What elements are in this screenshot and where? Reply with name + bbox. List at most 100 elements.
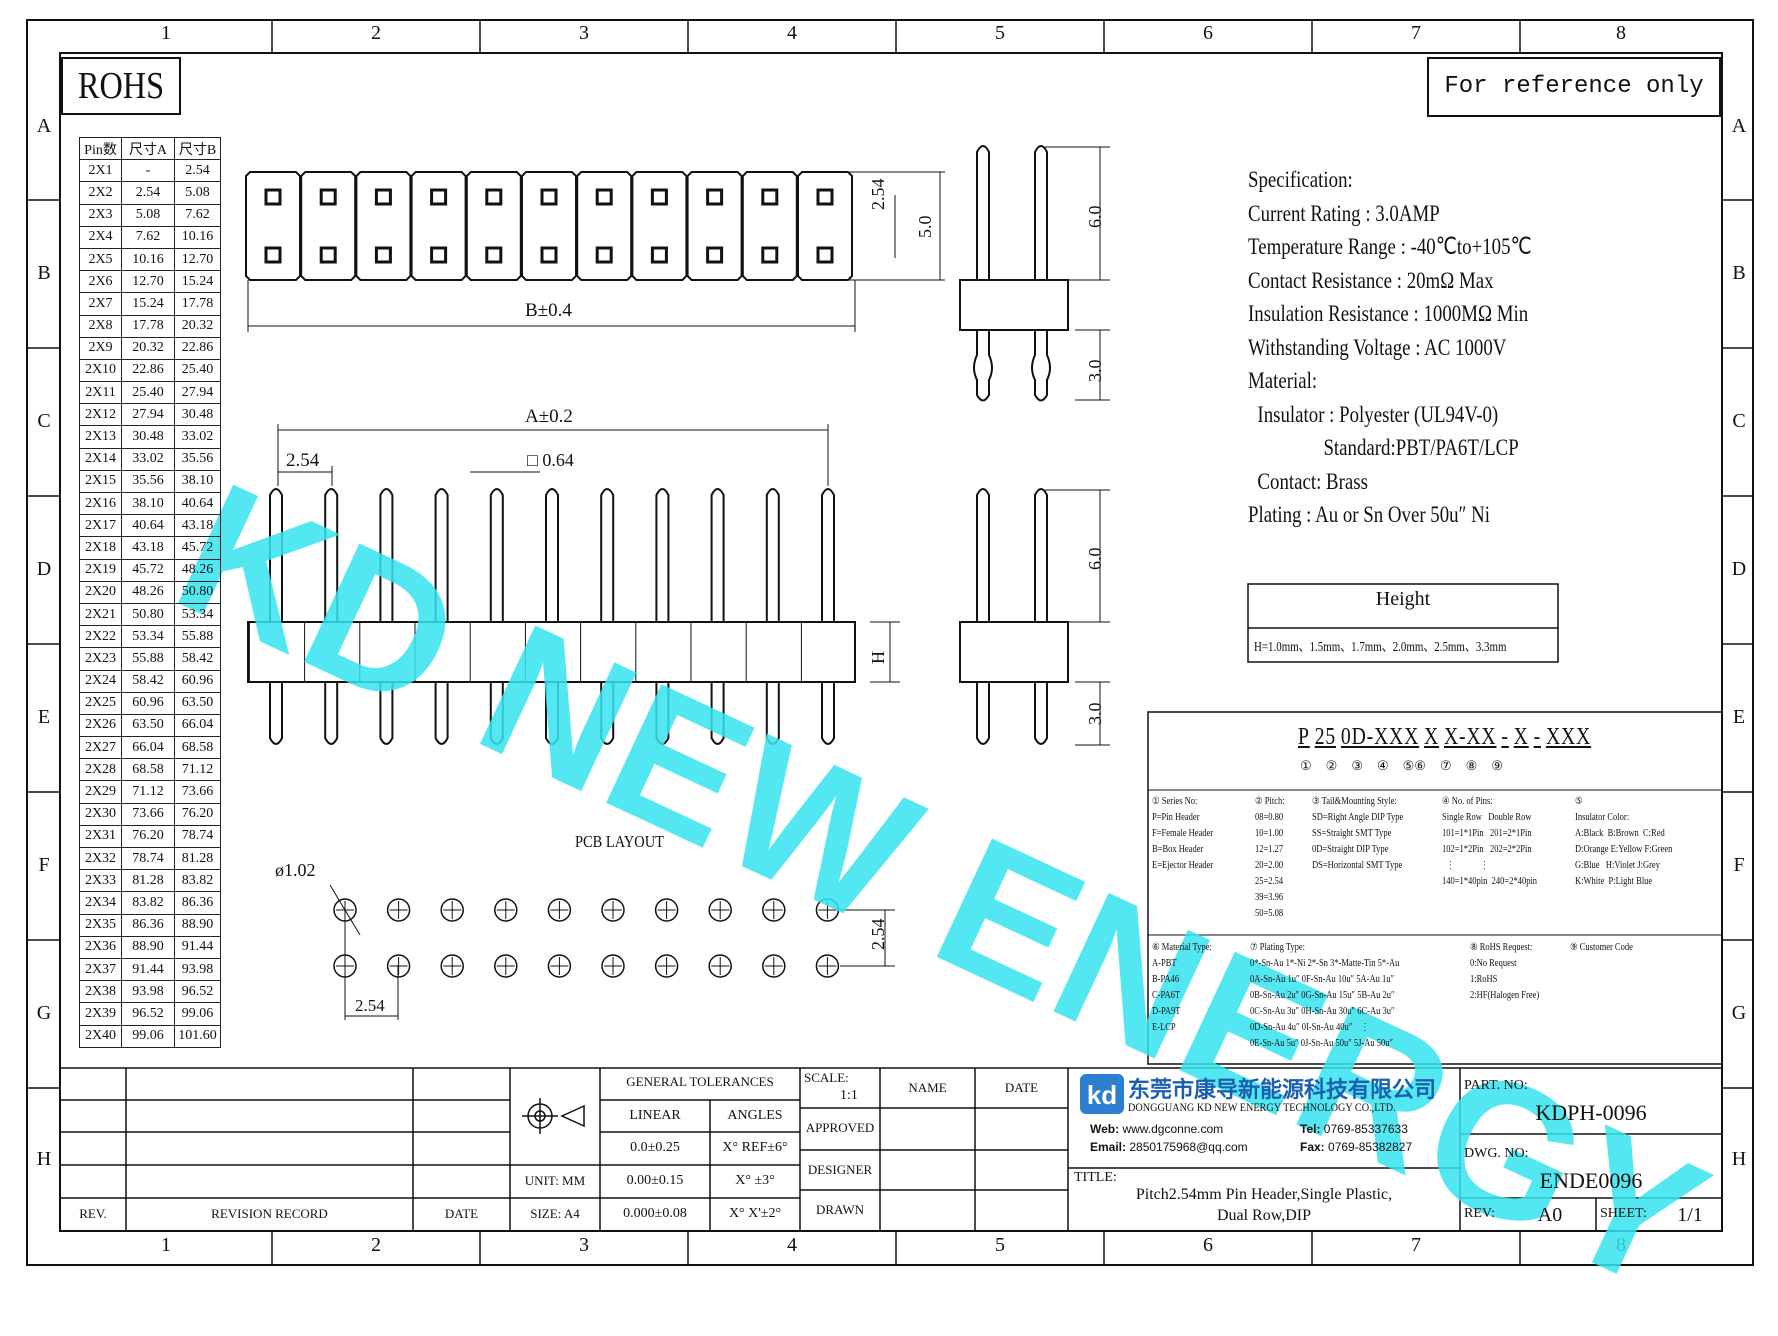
approved-label: APPROVED	[805, 1120, 875, 1135]
spec-line: Plating : Au or Sn Over 50u″ Ni	[1248, 502, 1491, 527]
pin-table-cell: 5.08	[174, 181, 221, 205]
pcb-hole	[494, 954, 518, 978]
pin-table-cell: 48.26	[121, 580, 175, 604]
drawing-title-line1: Pitch2.54mm Pin Header,Single Plastic,	[1135, 1186, 1393, 1203]
legend-line: B=Box Header	[1152, 844, 1204, 855]
top-view-pin-square	[264, 188, 282, 206]
front-view-pin-upper	[821, 488, 835, 622]
pin-table-cell: 2X31	[79, 824, 122, 849]
top-view-pin-square	[761, 188, 779, 206]
legend-line: 39=3.96	[1255, 892, 1284, 903]
pin-table-cell: 33.02	[121, 447, 175, 471]
legend-line: E=Ejector Header	[1152, 860, 1214, 871]
pin-table-cell: 2X17	[79, 514, 122, 538]
front-view-pin-lower	[710, 682, 725, 745]
pin-table-cell: 99.06	[174, 1002, 221, 1026]
pin-table-cell: 2X19	[79, 558, 122, 582]
pcb-hole	[494, 898, 518, 922]
pin-table-cell: 2X38	[79, 980, 122, 1004]
pin-table-cell: 2X23	[79, 647, 122, 671]
frame-col-label-bottom-3: 3	[579, 1234, 589, 1256]
pin-table-cell: 45.72	[174, 536, 221, 560]
pin-table-cell: 2X16	[79, 491, 122, 516]
angle-tol-2: X° ±3°	[735, 1173, 775, 1188]
front-view-pin-upper	[765, 488, 780, 622]
pin-table-cell: 12.70	[174, 247, 221, 272]
front-view-pin-upper	[600, 488, 615, 622]
dim-hole-diameter: ø1.02	[275, 860, 316, 880]
pin-table-cell: 2X13	[79, 425, 122, 449]
frame-row-label-left-F: F	[38, 854, 50, 876]
legend-line: 10=1.00	[1255, 828, 1284, 839]
company-fax: Fax: 0769-85382827	[1300, 1140, 1413, 1154]
pcb-hole	[601, 954, 625, 978]
side-view-pin-upper	[976, 145, 990, 280]
top-view-pin-square	[540, 188, 558, 206]
pcb-layout-title: PCB LAYOUT	[575, 832, 664, 851]
pin-table-cell: 96.52	[121, 1002, 175, 1026]
reference-note: For reference only	[1444, 73, 1704, 100]
top-view-pin-cell	[741, 171, 798, 281]
top-view-pin-square	[485, 188, 503, 206]
front-view-pin-upper	[489, 488, 504, 622]
frame-col-label-top-2: 2	[371, 22, 381, 44]
pin-table-cell: 2X2	[79, 181, 122, 205]
pcb-hole	[815, 898, 840, 922]
pin-table-cell: 2.54	[121, 181, 175, 205]
pin-table-cell: 81.28	[174, 846, 221, 871]
frame-col-label-top-4: 4	[787, 22, 797, 44]
frame-row-label-right-C: C	[1732, 410, 1746, 432]
top-view-pin-cell	[797, 171, 853, 281]
pin-table-cell: -	[121, 159, 175, 183]
pcb-hole	[762, 898, 786, 922]
svg-text:kd: kd	[1087, 1080, 1117, 1110]
pin-table-cell: 2X12	[79, 403, 122, 427]
angle-tol-3: X° X'±2°	[728, 1206, 782, 1221]
pcb-hole	[762, 954, 786, 978]
top-view-pin-cell	[300, 171, 357, 281]
front-view-pin-upper	[379, 488, 394, 622]
pin-table-cell: 12.70	[121, 270, 175, 294]
pin-table-cell: 83.82	[121, 891, 175, 915]
dim-body-width: 5.0	[915, 215, 935, 239]
front-view-pin-lower	[489, 682, 504, 745]
pin-table-cell: 15.24	[174, 270, 221, 294]
pin-table-cell: 5.08	[121, 203, 175, 227]
legend-line: ⑨ Customer Code	[1570, 942, 1633, 953]
legend-line: SS=Straight SMT Type	[1312, 828, 1392, 839]
pcb-hole	[601, 898, 625, 922]
pin-table-cell: 25.40	[121, 381, 175, 405]
side-view-body-2	[959, 621, 1069, 683]
pin-table-cell: 66.04	[174, 713, 221, 738]
part-code-segment: X-XX	[1443, 724, 1497, 750]
frame-col-label-bottom-1: 1	[161, 1234, 171, 1256]
top-view-pin-square	[650, 188, 668, 206]
pin-table-cell: 20.32	[121, 336, 175, 360]
pin-table-cell: 27.94	[174, 381, 221, 405]
legend-line: D:Orange E:Yellow F:Green	[1575, 844, 1673, 855]
legend-line: P=Pin Header	[1152, 812, 1200, 823]
part-code-segment: -	[1533, 724, 1542, 750]
pin-table-cell: 40.64	[174, 491, 221, 516]
drawn-label: DRAWN	[815, 1202, 865, 1217]
legend-line: 50=5.08	[1255, 908, 1284, 919]
legend-line: 2:HF(Halogen Free)	[1470, 990, 1540, 1001]
pin-table-cell: 10.16	[174, 225, 221, 249]
front-view-pin-lower	[324, 682, 339, 745]
